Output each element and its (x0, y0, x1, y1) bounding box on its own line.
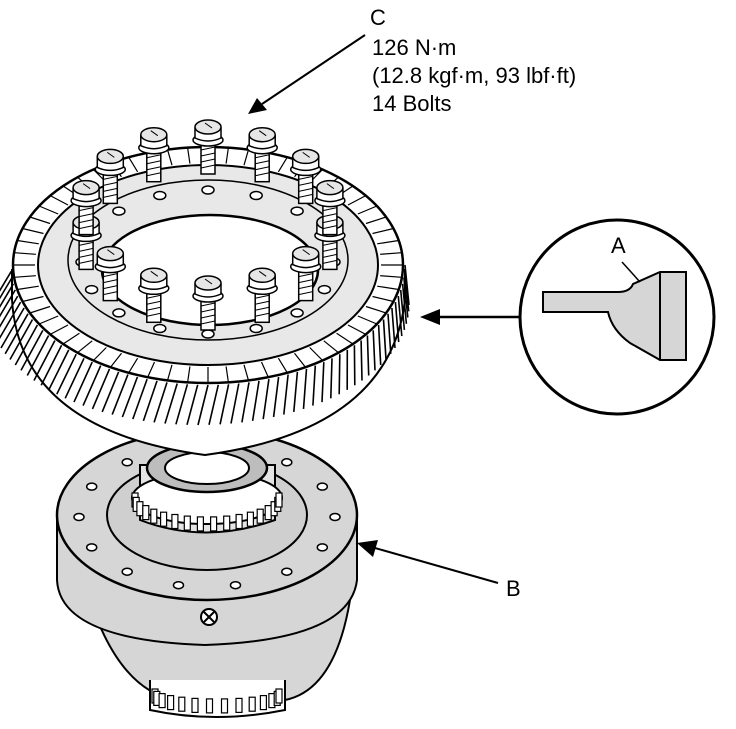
differential-case (57, 430, 357, 717)
bearing-roller (168, 696, 174, 710)
arrow-to-gear-edge (420, 309, 520, 325)
arrow-to-bolts (248, 35, 365, 114)
bearing-roller (172, 515, 178, 529)
bolt-head-top (195, 276, 221, 290)
face-hole (154, 325, 166, 333)
flange-hole (87, 483, 97, 490)
face-hole (113, 309, 125, 317)
face-hole (250, 192, 262, 200)
bearing-roller (184, 516, 190, 530)
bearing-roller (236, 515, 242, 529)
bearing-roller (207, 699, 213, 713)
bearing-roller (179, 697, 185, 711)
bolt-head-top (249, 128, 275, 142)
helical-tooth (339, 354, 340, 394)
bearing-roller (276, 493, 282, 507)
bearing-roller (137, 502, 143, 516)
flange-hole (317, 483, 327, 490)
bolt-head-top (293, 149, 319, 163)
bearing-roller (236, 698, 242, 712)
bolt-head-top (141, 128, 167, 142)
bolt-head-top (97, 247, 123, 261)
flange-hole (74, 514, 84, 521)
bearing-roller (143, 506, 149, 520)
bearing-roller (211, 517, 217, 531)
face-hole (291, 207, 303, 215)
bearing-roller (151, 509, 157, 523)
flange-hole (122, 568, 132, 575)
bolt-head-top (141, 268, 167, 282)
bearing-roller (224, 516, 230, 530)
face-hole (113, 207, 125, 215)
bearing-roller (276, 689, 282, 703)
callout-c-letter: C (370, 6, 386, 30)
flange-hole (282, 459, 292, 466)
bearing-roller (265, 506, 271, 520)
bearing-roller (161, 512, 167, 526)
callout-a-letter: A (611, 234, 626, 258)
bearing-roller (192, 698, 198, 712)
bearing-roller (260, 696, 266, 710)
bearing-roller (249, 697, 255, 711)
bearing-roller (257, 509, 263, 523)
bolt-head-top (195, 120, 221, 134)
face-hole (154, 192, 166, 200)
callout-c-count: 14 Bolts (372, 92, 452, 116)
bolt-head-top (293, 247, 319, 261)
flange-hole (231, 582, 241, 589)
helical-tooth (361, 341, 362, 381)
callout-c-torque: 126 N·m (372, 36, 456, 60)
bolt-head-top (97, 149, 123, 163)
arrow-to-case (357, 540, 498, 583)
bearing-roller (159, 694, 165, 708)
face-hole (86, 286, 98, 294)
flange-hole (174, 582, 184, 589)
flange-hole (330, 514, 340, 521)
bearing-roller (222, 699, 228, 713)
flange-hole (282, 568, 292, 575)
face-hole (291, 309, 303, 317)
bearing-roller (247, 512, 253, 526)
flange-hole (87, 544, 97, 551)
face-hole (202, 330, 214, 338)
case-hub-inner-bore (165, 452, 249, 484)
face-hole (318, 286, 330, 294)
bolt-head-top (249, 268, 275, 282)
flange-hole (317, 544, 327, 551)
face-hole (250, 325, 262, 333)
flange-hole (122, 459, 132, 466)
case-cross-mark (201, 609, 217, 625)
callout-c-conversion: (12.8 kgf·m, 93 lbf·ft) (372, 64, 576, 88)
bolt-head-top (73, 181, 99, 195)
bearing-roller (197, 517, 203, 531)
face-hole (202, 186, 214, 194)
callout-b-letter: B (506, 577, 521, 601)
bolt-head-top (317, 181, 343, 195)
